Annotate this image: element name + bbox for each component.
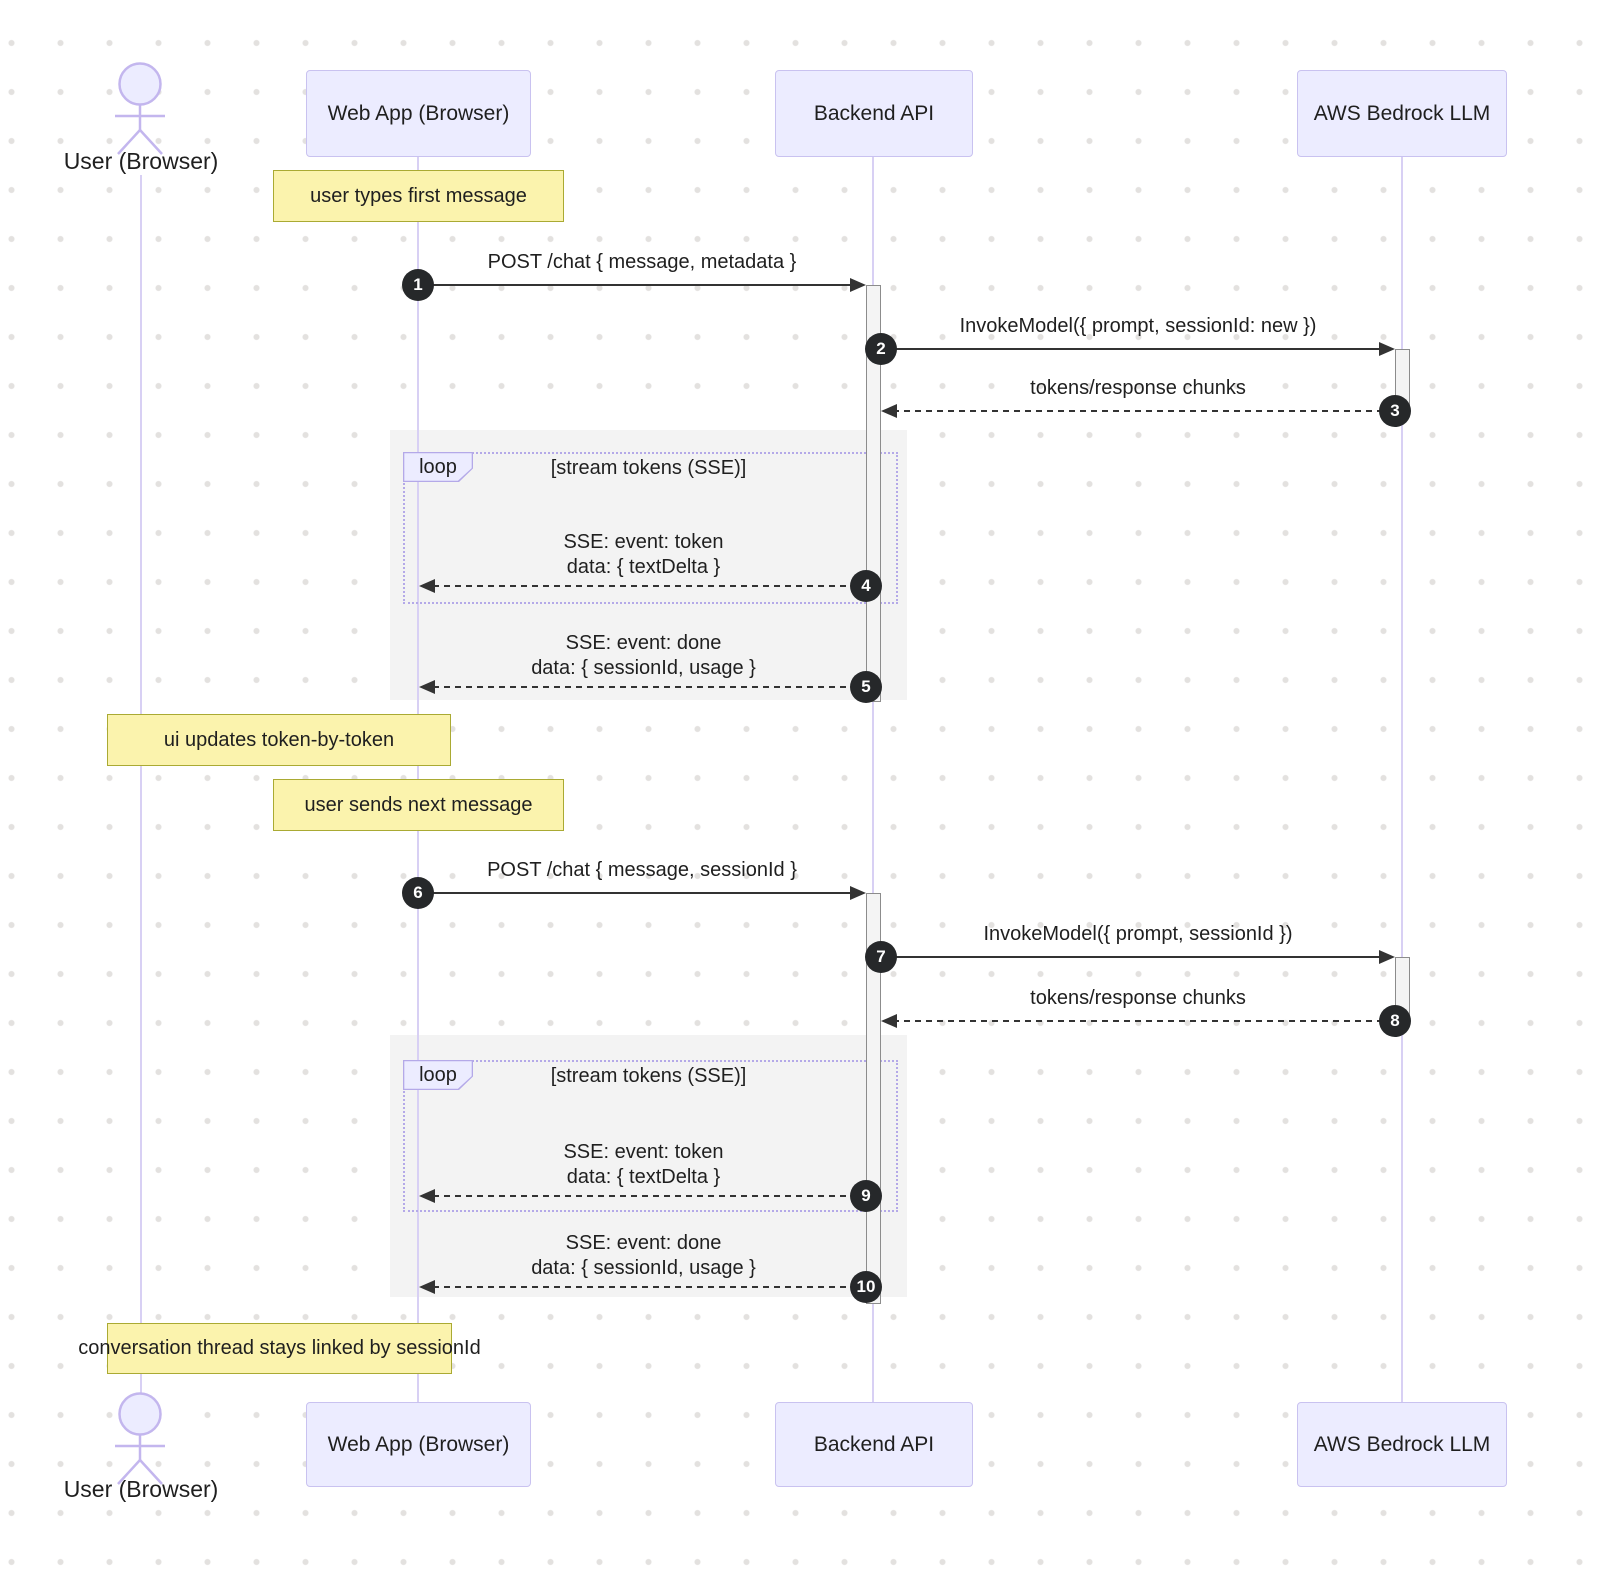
arrowhead-icon <box>881 1014 897 1028</box>
lifeline-backend <box>872 157 874 1402</box>
participant-bedrock-bottom: AWS Bedrock LLM <box>1297 1402 1507 1487</box>
stream-region-1 <box>390 430 907 700</box>
loop-title-2: [stream tokens (SSE)] <box>550 1065 747 1087</box>
lifeline-bedrock <box>1401 157 1403 1402</box>
sequence-badge-7: 7 <box>865 941 897 973</box>
note-user-sends-next-message: user sends next message <box>273 779 564 831</box>
message-7-line <box>881 955 1381 959</box>
sequence-badge-5: 5 <box>850 671 882 703</box>
sequence-badge-9: 9 <box>850 1180 882 1212</box>
message-9-line <box>433 1194 866 1198</box>
arrowhead-icon <box>850 886 866 900</box>
message-1-line <box>418 283 852 287</box>
message-4-line <box>433 584 866 588</box>
participant-bedrock-top: AWS Bedrock LLM <box>1297 70 1507 157</box>
message-3-label: tokens/response chunks <box>1030 377 1246 399</box>
arrowhead-icon <box>419 1280 435 1294</box>
sequence-badge-2: 2 <box>865 333 897 365</box>
sequence-badge-6: 6 <box>402 877 434 909</box>
arrowhead-icon <box>1379 342 1395 356</box>
user-actor-icon <box>115 1392 165 1485</box>
participant-backend-top: Backend API <box>775 70 973 157</box>
user-actor-icon <box>115 62 165 155</box>
message-6-label: POST /chat { message, sessionId } <box>487 859 797 881</box>
arrowhead-icon <box>850 278 866 292</box>
loop-keyword-2: loop <box>404 1061 472 1089</box>
arrowhead-icon <box>419 579 435 593</box>
loop-title-1: [stream tokens (SSE)] <box>550 457 747 479</box>
message-6-line <box>418 891 852 895</box>
loop-keyword-1: loop <box>404 453 472 481</box>
arrowhead-icon <box>419 680 435 694</box>
message-3-line <box>893 409 1395 413</box>
message-9-label: SSE: event: token data: { textDelta } <box>563 1141 724 1188</box>
sequence-badge-10: 10 <box>850 1271 882 1303</box>
loop-tab-2: loop <box>403 1060 473 1090</box>
message-8-line <box>893 1019 1395 1023</box>
sequence-badge-1: 1 <box>402 269 434 301</box>
stream-region-2 <box>390 1035 907 1297</box>
loop-frame-2 <box>403 1060 898 1212</box>
participant-webapp-bottom: Web App (Browser) <box>306 1402 531 1487</box>
message-4-label: SSE: event: token data: { textDelta } <box>563 531 724 578</box>
note-conversation-thread-sessionid: conversation thread stays linked by sess… <box>78 1323 481 1374</box>
message-2-label: InvokeModel({ prompt, sessionId: new }) <box>959 315 1317 337</box>
participant-webapp-top: Web App (Browser) <box>306 70 531 157</box>
message-5-line <box>433 685 866 689</box>
message-5-label: SSE: event: done data: { sessionId, usag… <box>531 632 756 679</box>
message-2-line <box>881 347 1381 351</box>
message-1-label: POST /chat { message, metadata } <box>487 251 797 273</box>
arrowhead-icon <box>881 404 897 418</box>
arrowhead-icon <box>419 1189 435 1203</box>
message-7-label: InvokeModel({ prompt, sessionId }) <box>983 923 1293 945</box>
message-10-line <box>433 1285 866 1289</box>
sequence-badge-3: 3 <box>1379 395 1411 427</box>
message-8-label: tokens/response chunks <box>1030 987 1246 1009</box>
arrowhead-icon <box>1379 950 1395 964</box>
note-ui-updates-token-by-token: ui updates token-by-token <box>107 714 451 766</box>
sequence-badge-8: 8 <box>1379 1005 1411 1037</box>
loop-frame-1 <box>403 452 898 604</box>
actor-label-user-top: User (Browser) <box>63 148 219 174</box>
sequence-badge-4: 4 <box>850 570 882 602</box>
note-user-types-first-message: user types first message <box>273 170 564 222</box>
message-10-label: SSE: event: done data: { sessionId, usag… <box>531 1232 756 1279</box>
lifeline-user <box>140 175 142 1393</box>
actor-label-user-bottom: User (Browser) <box>63 1476 219 1502</box>
participant-backend-bottom: Backend API <box>775 1402 973 1487</box>
loop-tab-1: loop <box>403 452 473 482</box>
